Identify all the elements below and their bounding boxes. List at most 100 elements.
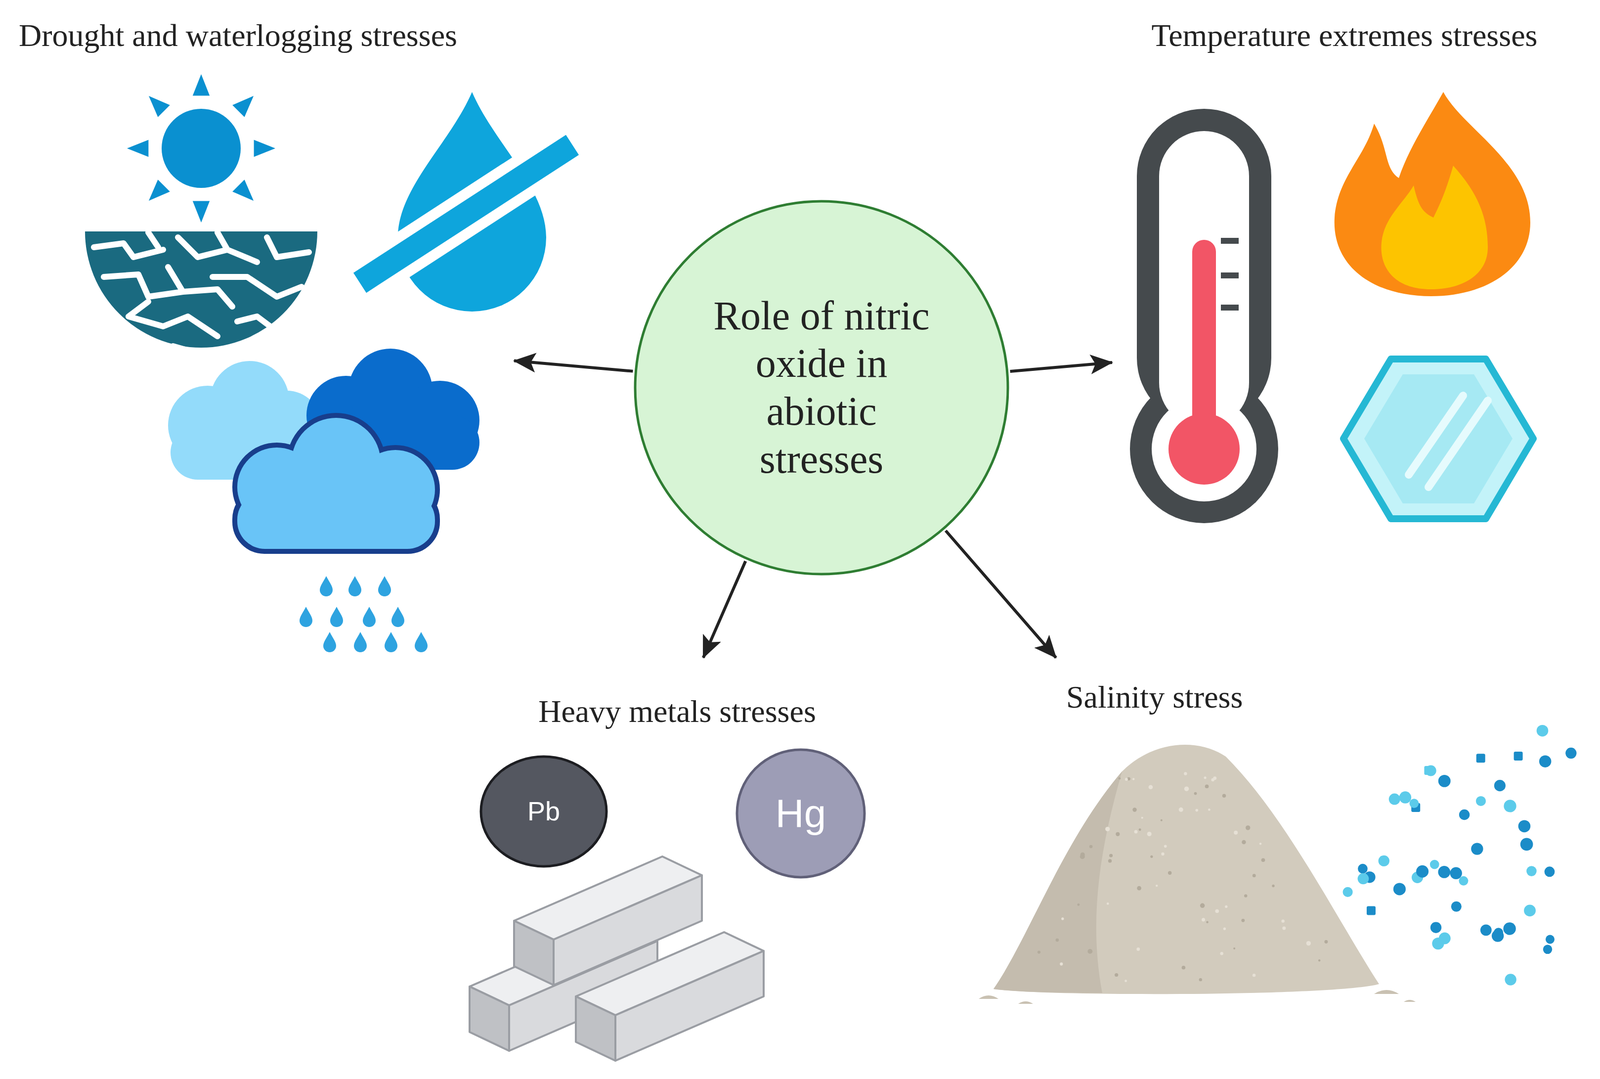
ice-inner (1364, 374, 1513, 504)
salt-speckle (1055, 938, 1060, 942)
salt-speckle (1195, 808, 1199, 812)
salt-speckle (1259, 842, 1262, 845)
salt-crumbs (978, 989, 1416, 1004)
rain-drop (353, 631, 367, 652)
salt-particle (1491, 929, 1504, 942)
salt-speckle (1306, 940, 1311, 946)
salt-speckle (1223, 927, 1226, 930)
salt-particle (1476, 753, 1486, 763)
ice-hexagon (1343, 358, 1534, 519)
salt-speckle (1324, 939, 1328, 944)
salt-speckle (1114, 972, 1119, 977)
salt-speckle (1136, 885, 1142, 891)
sun-ray (254, 139, 276, 157)
salt-particles (1342, 724, 1577, 986)
salt-speckle (1077, 903, 1080, 906)
rain-drop (378, 575, 391, 597)
salt-speckle (1080, 852, 1085, 857)
salt-speckle (1212, 776, 1217, 780)
salt-speckle (1132, 777, 1135, 780)
salt-speckle (1199, 977, 1203, 981)
salt-speckle (1194, 791, 1198, 795)
salt-speckle (1118, 777, 1121, 780)
metal-ingots (469, 856, 764, 1061)
salt-speckle (1241, 918, 1245, 922)
salt-particle (1518, 819, 1531, 832)
salt-speckle (1183, 771, 1187, 775)
ingot-face (615, 950, 764, 1061)
salt-speckle (1108, 858, 1112, 863)
salt-particle (1357, 863, 1368, 874)
rain-drop (348, 575, 362, 597)
group-heading: Temperature extremes stresses (1151, 17, 1538, 54)
arrow-connector (514, 360, 633, 372)
ingot-face (575, 995, 616, 1061)
flame-inner (1381, 165, 1488, 290)
ingot-face (469, 986, 510, 1051)
sun-disc (161, 108, 241, 188)
arrow-connector (945, 530, 1056, 658)
salt-speckle (1245, 824, 1251, 830)
group-heading: Drought and waterlogging stresses (18, 17, 458, 54)
sun-ray (192, 201, 210, 223)
salt-speckle (1201, 917, 1206, 921)
salt-particle (1438, 932, 1451, 945)
element-circle: Hg (734, 746, 867, 880)
arrow-connector (1010, 362, 1113, 372)
salt-speckle (1132, 807, 1137, 812)
salt-particle (1543, 944, 1553, 954)
stress-group: Temperature extremes stresses (1112, 14, 1577, 529)
salt-particle (1451, 901, 1462, 912)
salt-particle (1470, 842, 1483, 855)
cloud-outline (234, 489, 438, 552)
salt-particle (1536, 724, 1549, 737)
rain-drop (299, 606, 313, 627)
salt-speckle (1178, 807, 1184, 812)
salt-speckle (1124, 777, 1128, 781)
salt-speckle (1150, 855, 1153, 858)
salt-speckle (1164, 844, 1168, 848)
salt-speckle (1141, 816, 1144, 819)
rain-drops (299, 575, 428, 652)
sun-ray (148, 95, 171, 118)
salt-particle (1459, 809, 1470, 820)
ice-shine (1408, 395, 1488, 487)
salt-speckle (1138, 827, 1142, 831)
rain-drop (330, 606, 344, 627)
element-circle: Pb (478, 753, 609, 869)
circle-content: Pb (478, 753, 609, 869)
salt-speckle (1184, 785, 1189, 791)
salt-shade (993, 771, 1123, 993)
thermometer-ticks (1220, 240, 1239, 308)
rain-drop (362, 606, 376, 627)
salt-speckle (1224, 905, 1228, 908)
salt-particle (1429, 859, 1440, 869)
element-symbol: Hg (775, 789, 826, 837)
salt-particle (1425, 764, 1437, 776)
element-symbol: Pb (527, 795, 561, 827)
salt-speckle (1261, 857, 1266, 862)
sun-ray (192, 74, 210, 96)
salt-speckle (1109, 853, 1113, 858)
ice-icon (1343, 358, 1534, 519)
salt-particle (1475, 795, 1486, 806)
salt-speckle (1252, 873, 1256, 877)
salt-speckle (1061, 916, 1064, 920)
salt-speckle (1167, 870, 1172, 875)
sun-ray (232, 179, 254, 201)
stress-group: Drought and waterlogging stresses (14, 14, 515, 668)
salt-speckle (1281, 918, 1285, 922)
no-water-icon (353, 91, 579, 312)
salt-particle (1458, 875, 1469, 886)
salt-speckle (1206, 920, 1209, 924)
earth-cracks (93, 232, 309, 356)
salt-speckle (1233, 830, 1238, 835)
salt-speckle (1160, 819, 1163, 822)
salt-speckle (1147, 831, 1152, 836)
salt-speckle (1205, 783, 1210, 788)
salt-speckles (1037, 771, 1328, 982)
flame-outer (1334, 91, 1531, 297)
salt-particle (1545, 934, 1555, 944)
salt-particle (1399, 790, 1412, 803)
